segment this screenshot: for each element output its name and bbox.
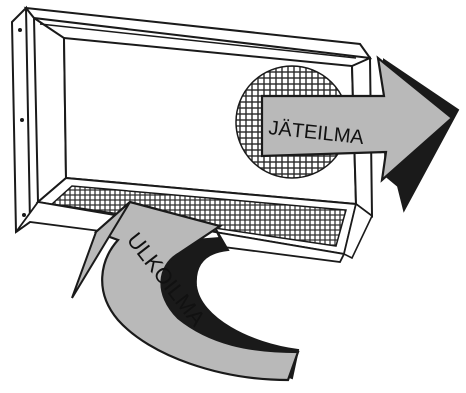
screw-middle (20, 118, 24, 122)
screw-bottom (22, 213, 26, 217)
screw-top (18, 28, 22, 32)
unit-side-panel (34, 18, 66, 202)
